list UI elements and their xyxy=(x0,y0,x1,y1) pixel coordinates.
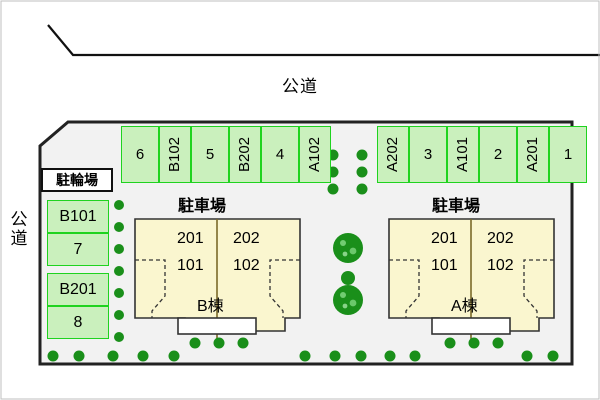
building-a-balcony-right xyxy=(523,259,554,318)
parking-stall-a201[interactable]: A201 xyxy=(517,126,549,183)
center-trees xyxy=(333,233,363,315)
parking-stall-8[interactable]: 8 xyxy=(47,306,109,339)
tree-upper-texture-c xyxy=(342,251,348,257)
parking-lot-label-b: 駐車場 xyxy=(178,198,227,215)
bicycle-parking-box: 駐輪場 xyxy=(41,168,113,192)
building-b-balcony-left xyxy=(135,259,166,318)
parking-stall-b101[interactable]: B101 xyxy=(47,200,109,233)
parking-stall-5[interactable]: 5 xyxy=(191,126,229,183)
parking-stall-6-label: 6 xyxy=(135,146,145,163)
parking-stall-7-label: 7 xyxy=(73,240,83,258)
building-a-balcony-left xyxy=(389,259,420,318)
parking-stall-4-label: 4 xyxy=(275,146,285,163)
parking-stall-b102-label: B102 xyxy=(166,136,184,173)
parking-stall-1-label: 1 xyxy=(563,146,573,163)
parking-lot-label-a: 駐車場 xyxy=(432,198,481,215)
parking-stall-2[interactable]: 2 xyxy=(479,126,517,183)
building-a-unit-101: 101 xyxy=(431,257,458,274)
top-road-boundary-line xyxy=(47,24,600,57)
building-b-balcony-right xyxy=(269,259,300,318)
road-label-left-char-2: 道 xyxy=(10,229,28,248)
parking-stall-b202-label: B202 xyxy=(236,136,254,173)
parking-stall-a101[interactable]: A101 xyxy=(447,126,479,183)
parking-stall-6[interactable]: 6 xyxy=(121,126,159,183)
road-label-left: 公 道 xyxy=(6,210,32,248)
parking-stall-b201-label: B201 xyxy=(59,280,97,298)
road-label-top: 公道 xyxy=(282,77,318,96)
tree-lower-texture-a xyxy=(340,292,346,298)
parking-stall-b101-label: B101 xyxy=(59,207,97,225)
building-a-unit-202: 202 xyxy=(487,230,514,247)
parking-stall-a102-label: A102 xyxy=(306,136,324,173)
tree-upper xyxy=(333,233,363,263)
parking-stall-7[interactable]: 7 xyxy=(47,233,109,266)
building-b-entrance xyxy=(177,317,257,335)
parking-stall-b201[interactable]: B201 xyxy=(47,273,109,306)
parking-stall-8-label: 8 xyxy=(73,313,83,331)
shrub-dots-under-building-a xyxy=(444,337,504,349)
building-b-unit-202: 202 xyxy=(233,230,260,247)
tree-lower-texture-b xyxy=(349,299,357,307)
road-label-left-char-1: 公 xyxy=(10,210,28,229)
tree-upper-texture-a xyxy=(340,240,346,246)
parking-stall-3[interactable]: 3 xyxy=(409,126,447,183)
parking-stall-5-label: 5 xyxy=(205,146,215,163)
parking-stall-a101-label: A101 xyxy=(454,136,472,173)
building-b-unit-201: 201 xyxy=(177,230,204,247)
shrub-dots-under-building-b xyxy=(189,337,249,349)
parking-stall-4[interactable]: 4 xyxy=(261,126,299,183)
building-b-unit-102: 102 xyxy=(233,257,260,274)
tree-upper-texture-b xyxy=(349,247,357,255)
building-a-unit-102: 102 xyxy=(487,257,514,274)
parking-stall-a202-label: A202 xyxy=(384,136,402,173)
shrub-dots-bottom-row xyxy=(47,350,559,362)
building-a-entrance xyxy=(431,317,511,335)
parking-stall-2-label: 2 xyxy=(493,146,503,163)
shrub-between-trees xyxy=(341,271,355,285)
shrub-dots-left-column xyxy=(114,200,124,342)
building-b-unit-101: 101 xyxy=(177,257,204,274)
tree-lower xyxy=(333,285,363,315)
parking-stall-3-label: 3 xyxy=(423,146,433,163)
parking-stall-b102[interactable]: B102 xyxy=(159,126,191,183)
parking-stall-a102[interactable]: A102 xyxy=(299,126,331,183)
building-a-unit-201: 201 xyxy=(431,230,458,247)
parking-stall-1[interactable]: 1 xyxy=(549,126,587,183)
parking-stall-a201-label: A201 xyxy=(524,136,542,173)
parking-stall-a202[interactable]: A202 xyxy=(377,126,409,183)
building-b-name: B棟 xyxy=(197,298,224,315)
building-a-name: A棟 xyxy=(451,298,478,315)
tree-lower-texture-c xyxy=(342,303,348,309)
parking-stall-b202[interactable]: B202 xyxy=(229,126,261,183)
